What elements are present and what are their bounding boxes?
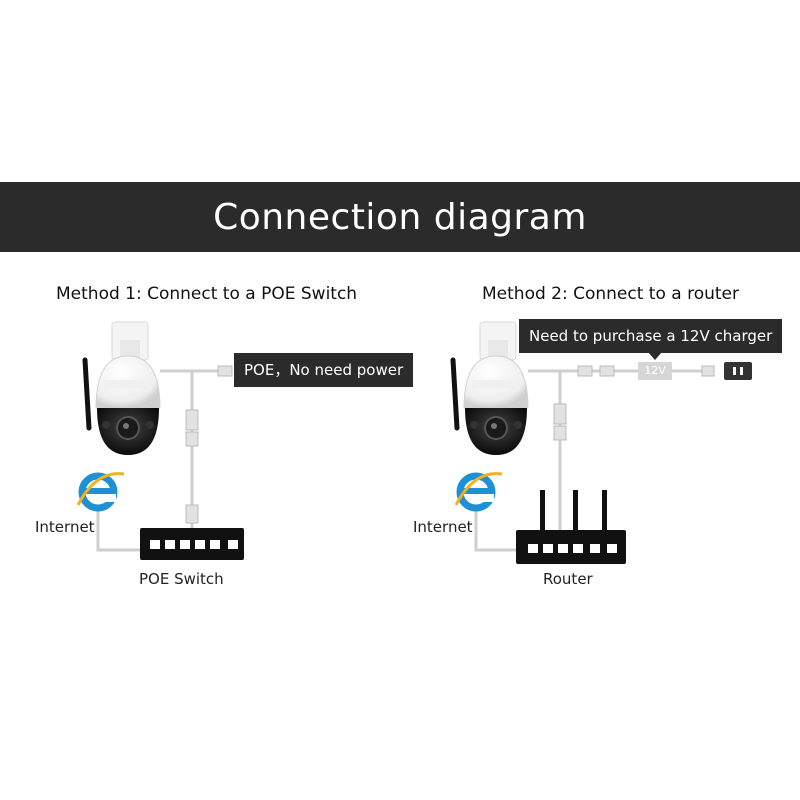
method2-callout: Need to purchase a 12V charger xyxy=(519,319,783,353)
method1-connectors xyxy=(185,365,233,524)
ptz-camera-icon xyxy=(82,321,161,455)
method2-internet-label: Internet xyxy=(413,518,473,536)
ptz-camera-icon xyxy=(450,321,529,455)
method1-title: Method 1: Connect to a POE Switch xyxy=(56,284,358,304)
callout-pointer xyxy=(648,352,662,360)
method2-device-label: Router xyxy=(543,570,593,588)
poe-switch-icon xyxy=(140,528,244,560)
method1-internet-label: Internet xyxy=(35,518,95,536)
header-banner: Connection diagram xyxy=(0,182,800,252)
method1-callout: POE，No need power xyxy=(234,353,414,387)
page-title: Connection diagram xyxy=(213,196,587,238)
method2-title: Method 2: Connect to a router xyxy=(482,284,740,304)
power-outlet-icon xyxy=(724,362,752,380)
internet-explorer-icon xyxy=(76,472,125,512)
power-adapter-icon: 12V xyxy=(638,362,672,380)
router-icon xyxy=(516,490,626,564)
method1-device-label: POE Switch xyxy=(139,570,224,588)
internet-explorer-icon xyxy=(454,472,503,512)
method2-connectors xyxy=(553,365,715,441)
